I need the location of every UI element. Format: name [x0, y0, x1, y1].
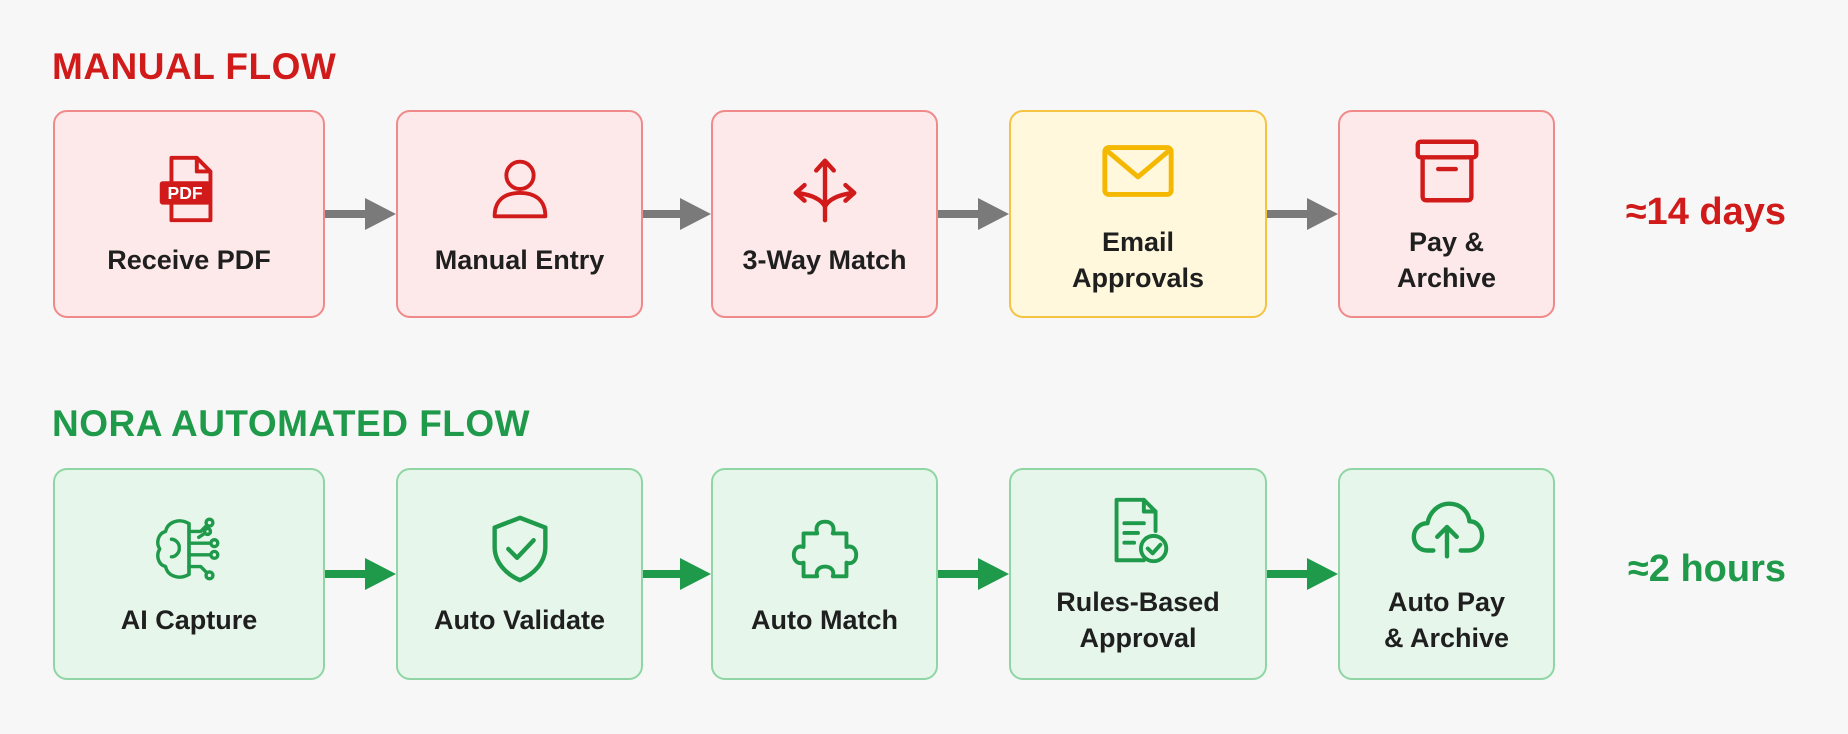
step-label: Rules-Based Approval [1056, 587, 1220, 653]
ai-brain-icon [150, 510, 228, 588]
step-manual-entry: Manual Entry [396, 110, 643, 318]
flow-arrow [938, 194, 1009, 234]
manual-duration: ≈14 days [1625, 191, 1786, 233]
step-ai-capture: AI Capture [53, 468, 325, 680]
step-label: AI Capture [120, 605, 258, 635]
step-label: 3-Way Match [742, 245, 907, 275]
step-rules-based-approval: Rules-Based Approval [1009, 468, 1267, 680]
flow-arrow [1267, 554, 1338, 594]
step-label: Auto Match [751, 605, 898, 635]
step-label: Email Approvals [1071, 227, 1205, 293]
step-pay-archive: Pay & Archive [1338, 110, 1555, 318]
shield-check-icon [481, 510, 559, 588]
manual-flow-row: PDF Receive PDF Manual Entry [0, 110, 1848, 318]
pdf-file-icon: PDF [150, 150, 228, 228]
person-icon [481, 150, 559, 228]
step-label: Manual Entry [434, 245, 605, 275]
automated-flow-title: NORA AUTOMATED FLOW [52, 403, 531, 444]
document-check-icon [1099, 492, 1177, 570]
archive-box-icon [1408, 132, 1486, 210]
step-auto-pay-archive: Auto Pay & Archive [1338, 468, 1555, 680]
step-auto-match: Auto Match [711, 468, 938, 680]
flow-arrow [643, 194, 711, 234]
automated-duration: ≈2 hours [1627, 548, 1786, 590]
flow-arrow [1267, 194, 1338, 234]
flow-arrow [325, 554, 396, 594]
flow-arrow [643, 554, 711, 594]
step-receive-pdf: PDF Receive PDF [53, 110, 325, 318]
step-3-way-match: 3-Way Match [711, 110, 938, 318]
pdf-badge-text: PDF [168, 183, 203, 203]
manual-flow-title: MANUAL FLOW [52, 46, 337, 87]
three-way-arrows-icon [786, 150, 864, 228]
step-label: Auto Pay & Archive [1383, 587, 1510, 653]
flow-arrow [938, 554, 1009, 594]
step-label: Receive PDF [107, 245, 271, 275]
step-label: Auto Validate [433, 605, 606, 635]
step-email-approvals: Email Approvals [1009, 110, 1267, 318]
envelope-icon [1099, 132, 1177, 210]
puzzle-piece-icon [786, 510, 864, 588]
cloud-upload-icon [1408, 492, 1486, 570]
step-auto-validate: Auto Validate [396, 468, 643, 680]
automated-flow-row: AI Capture Auto Validate Auto Match [0, 468, 1848, 680]
flow-arrow [325, 194, 396, 234]
step-label: Pay & Archive [1396, 227, 1497, 293]
